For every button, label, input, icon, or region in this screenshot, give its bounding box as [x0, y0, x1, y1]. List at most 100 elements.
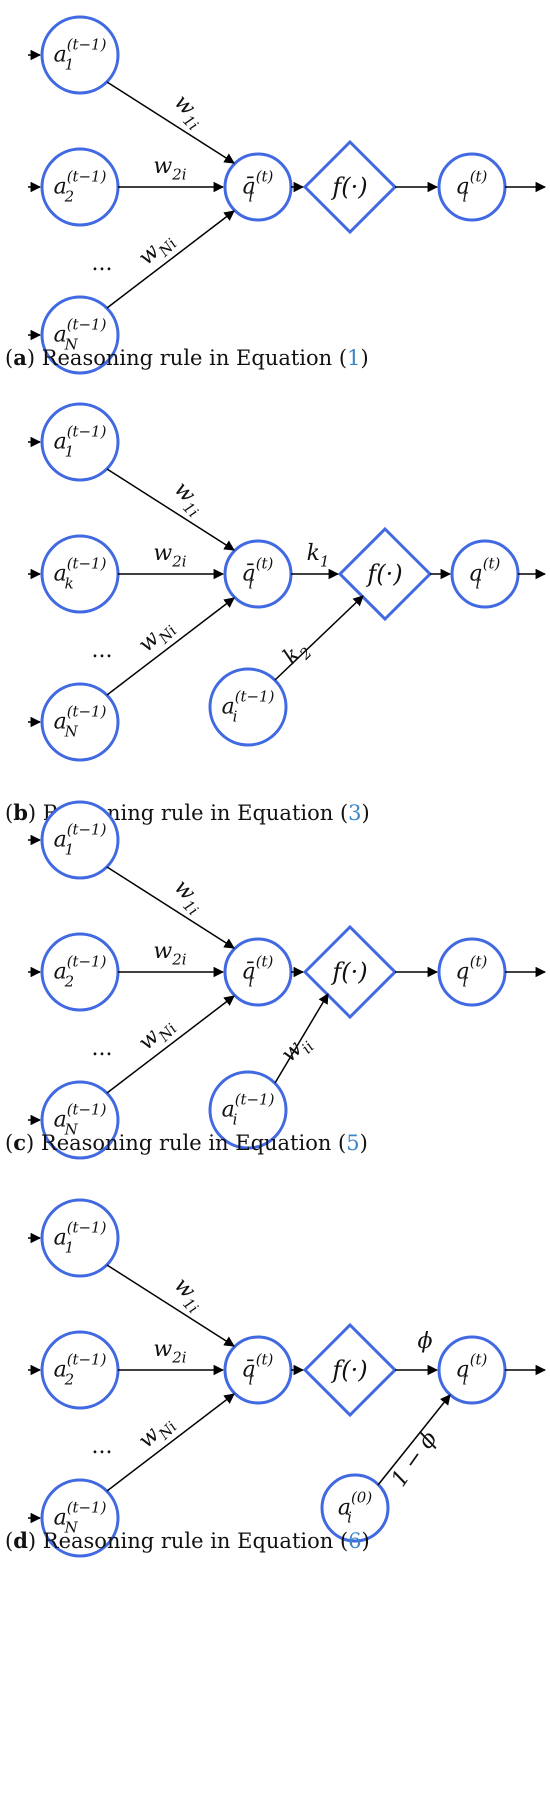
- input-node-k-label: a_k⁽ᵗ⁻¹⁾a(t−1)k: [54, 555, 107, 593]
- edge-one-minus-phi: [377, 1394, 451, 1486]
- sum-node-label: āᵢ⁽ᵗ⁾ā(t)i: [243, 555, 274, 593]
- output-node-label: aᵢ⁽ᵗ⁾a(t)i: [457, 1351, 488, 1389]
- weight-wN: w_NᵢwNi: [134, 226, 181, 273]
- svg-text:w1i: w1i: [166, 477, 211, 522]
- output-node: [437, 937, 507, 1007]
- svg-text:k1: k1: [307, 541, 330, 571]
- caption-c: (c) Reasoning rule in Equation (5): [5, 1130, 368, 1155]
- weight-wN: w_NᵢwNi: [134, 613, 181, 660]
- input-node-2-label: a₂⁽ᵗ⁻¹⁾a(t−1)2: [54, 168, 107, 206]
- input-node-N-label: a_N⁽ᵗ⁻¹⁾a(t−1)N: [54, 1101, 107, 1139]
- svg-text:a(t−1)1: a(t−1)1: [54, 1219, 107, 1257]
- svg-text:a(t−1)N: a(t−1)N: [54, 1499, 107, 1537]
- weight-k2: k₂k2: [278, 635, 315, 672]
- ellipsis: ...: [92, 638, 113, 663]
- svg-text:a(t−1)i: a(t−1)i: [222, 688, 275, 726]
- ellipsis: ...: [92, 1036, 113, 1061]
- activation-node: [302, 139, 398, 235]
- svg-text:w2i: w2i: [153, 154, 186, 184]
- activation-label: f(·): [330, 1356, 367, 1384]
- ellipsis: ...: [92, 251, 113, 276]
- panel-d: a₁⁽ᵗ⁻¹⁾a(t−1)1 a₂⁽ᵗ⁻¹⁾a(t−1)2 a_N⁽ᵗ⁻¹⁾a(t−…: [5, 1198, 547, 1558]
- input-node-N-label: a_N⁽ᵗ⁻¹⁾a(t−1)N: [54, 316, 107, 354]
- svg-text:a(t−1)2: a(t−1)2: [54, 953, 107, 991]
- svg-text:wNi: wNi: [134, 1409, 181, 1456]
- svg-text:a(0)i: a(0)i: [338, 1489, 372, 1527]
- edge-w1: [106, 468, 235, 551]
- output-node-label: aᵢ⁽ᵗ⁾a(t)i: [457, 168, 488, 206]
- output-node-label: aᵢ⁽ᵗ⁾a(t)i: [457, 953, 488, 991]
- initial-node: [320, 1473, 390, 1543]
- svg-text:a(t−1)i: a(t−1)i: [222, 1091, 275, 1129]
- output-node: [450, 539, 520, 609]
- svg-text:a(t)i: a(t)i: [470, 555, 501, 593]
- sum-node: [223, 152, 293, 222]
- panel-b: a₁⁽ᵗ⁻¹⁾a(t−1)1a_k⁽ᵗ⁻¹⁾a(t−1)ka_N⁽ᵗ⁻¹⁾a(t…: [5, 402, 547, 825]
- sum-node: [223, 539, 293, 609]
- weight-w2: w₂ᵢw2i: [153, 939, 186, 969]
- weight-k1: k₁k1: [307, 541, 330, 571]
- weight-wN: w_NᵢwNi: [134, 1409, 181, 1456]
- input-node-N: [40, 1080, 120, 1160]
- input-node-N: [40, 295, 120, 375]
- svg-text:w1i: w1i: [166, 1273, 211, 1318]
- svg-text:w2i: w2i: [153, 541, 186, 571]
- edge-k2: [274, 595, 364, 681]
- panel-c: a₁⁽ᵗ⁻¹⁾a(t−1)1 a₂⁽ᵗ⁻¹⁾a(t−1)2 a_N⁽ᵗ⁻¹⁾a(t−…: [5, 800, 547, 1160]
- output-node-label: aᵢ⁽ᵗ⁾a(t)i: [470, 555, 501, 593]
- svg-text:w2i: w2i: [153, 939, 186, 969]
- output-node: [437, 1335, 507, 1405]
- self-node: [208, 667, 288, 747]
- sum-node: [223, 1335, 293, 1405]
- sum-node-label: āᵢ⁽ᵗ⁾ā(t)i: [243, 168, 274, 206]
- input-node-2-label: a₂⁽ᵗ⁻¹⁾a(t−1)2: [54, 1351, 107, 1389]
- svg-text:a(t−1)N: a(t−1)N: [54, 703, 107, 741]
- svg-text:a(t−1)2: a(t−1)2: [54, 168, 107, 206]
- input-node-N-label: a_N⁽ᵗ⁻¹⁾a(t−1)N: [54, 1499, 107, 1537]
- svg-text:k2: k2: [278, 635, 315, 672]
- svg-text:a(t)i: a(t)i: [457, 1351, 488, 1389]
- svg-text:a(t−1)k: a(t−1)k: [54, 555, 107, 593]
- activation-node: [302, 1322, 398, 1418]
- input-node-1: [40, 15, 120, 95]
- weight-w1: w₁ᵢw1i: [166, 477, 211, 522]
- input-node-2-label: a₂⁽ᵗ⁻¹⁾a(t−1)2: [54, 953, 107, 991]
- weight-w2: w₂ᵢw2i: [153, 541, 186, 571]
- panel-a: a₁⁽ᵗ⁻¹⁾a(t−1)1 a₂⁽ᵗ⁻¹⁾a(t−1)2 a_N⁽ᵗ⁻¹⁾a(t−…: [5, 15, 547, 375]
- input-node-N: [40, 682, 120, 762]
- initial-node-label: aᵢ⁽⁰⁾a(0)i: [338, 1489, 372, 1527]
- svg-text:a(t−1)N: a(t−1)N: [54, 316, 107, 354]
- svg-text:a(t)i: a(t)i: [457, 168, 488, 206]
- input-node-N: [40, 1478, 120, 1558]
- svg-text:wNi: wNi: [134, 613, 181, 660]
- svg-text:a(t−1)2: a(t−1)2: [54, 1351, 107, 1389]
- svg-text:wii: wii: [277, 1029, 318, 1070]
- svg-text:ā(t)i: ā(t)i: [243, 1351, 274, 1389]
- sum-node-label: āᵢ⁽ᵗ⁾ā(t)i: [243, 953, 274, 991]
- input-node-1-label: a₁⁽ᵗ⁻¹⁾a(t−1)1: [54, 821, 107, 859]
- edge-wii: [274, 993, 329, 1084]
- svg-text:wNi: wNi: [134, 226, 181, 273]
- input-node-1: [40, 402, 120, 482]
- ellipsis: ...: [92, 1434, 113, 1459]
- input-node-1-label: a₁⁽ᵗ⁻¹⁾a(t−1)1: [54, 423, 107, 461]
- svg-text:w1i: w1i: [166, 875, 211, 920]
- input-node-1-label: a₁⁽ᵗ⁻¹⁾a(t−1)1: [54, 36, 107, 74]
- input-node-1-label: a₁⁽ᵗ⁻¹⁾a(t−1)1: [54, 1219, 107, 1257]
- svg-text:wNi: wNi: [134, 1011, 181, 1058]
- input-node-1: [40, 1198, 120, 1278]
- weight-w1: w₁ᵢw1i: [166, 90, 211, 135]
- svg-text:w2i: w2i: [153, 1337, 186, 1367]
- edge-wN: [106, 1393, 235, 1492]
- sum-node: [223, 937, 293, 1007]
- svg-text:w1i: w1i: [166, 90, 211, 135]
- caption-d: (d) Reasoning rule in Equation (6): [5, 1528, 370, 1553]
- weight-one-minus-phi: 1 − ϕ: [387, 1427, 443, 1492]
- weight-wii: wᵢᵢwii: [277, 1029, 318, 1070]
- svg-text:ā(t)i: ā(t)i: [243, 168, 274, 206]
- activation-label: f(·): [330, 958, 367, 986]
- activation-label: f(·): [330, 173, 367, 201]
- weight-w2: w₂ᵢw2i: [153, 1337, 186, 1367]
- svg-text:ā(t)i: ā(t)i: [243, 953, 274, 991]
